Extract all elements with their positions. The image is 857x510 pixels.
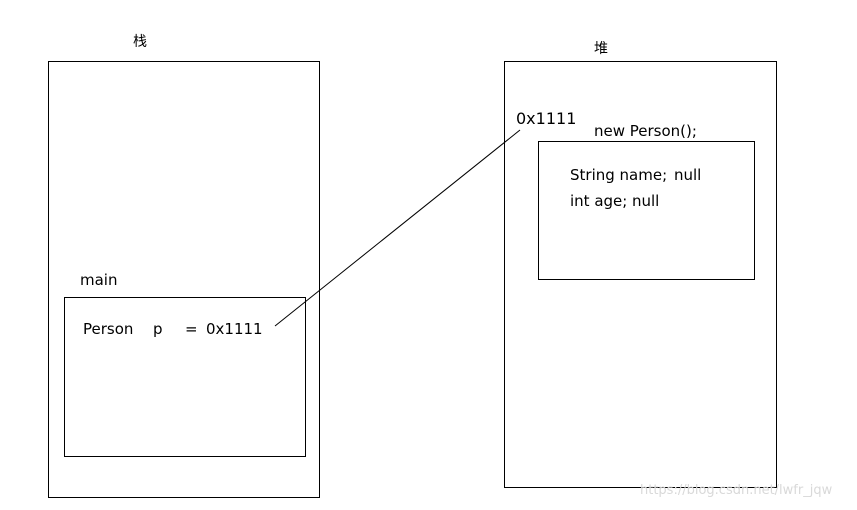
watermark: https://blog.csdn.net/lwfr_jqw bbox=[640, 483, 833, 498]
field-age-value: null bbox=[632, 192, 660, 210]
heap-object-address: 0x1111 bbox=[516, 109, 577, 128]
field-age-declaration: int age; bbox=[570, 192, 628, 210]
field-name-value: null bbox=[674, 166, 702, 184]
heap-title: 堆 bbox=[594, 41, 608, 57]
stack-title: 栈 bbox=[133, 34, 147, 50]
variable-name: p bbox=[153, 320, 163, 338]
field-name-declaration: String name; bbox=[570, 166, 668, 184]
person-object-box bbox=[538, 141, 755, 280]
assignment-operator: = bbox=[185, 320, 198, 338]
main-frame-box bbox=[64, 297, 306, 457]
variable-reference-value: 0x1111 bbox=[206, 320, 263, 338]
main-frame-label: main bbox=[80, 271, 118, 289]
object-creation-expression: new Person(); bbox=[594, 122, 697, 140]
variable-type: Person bbox=[83, 320, 134, 338]
